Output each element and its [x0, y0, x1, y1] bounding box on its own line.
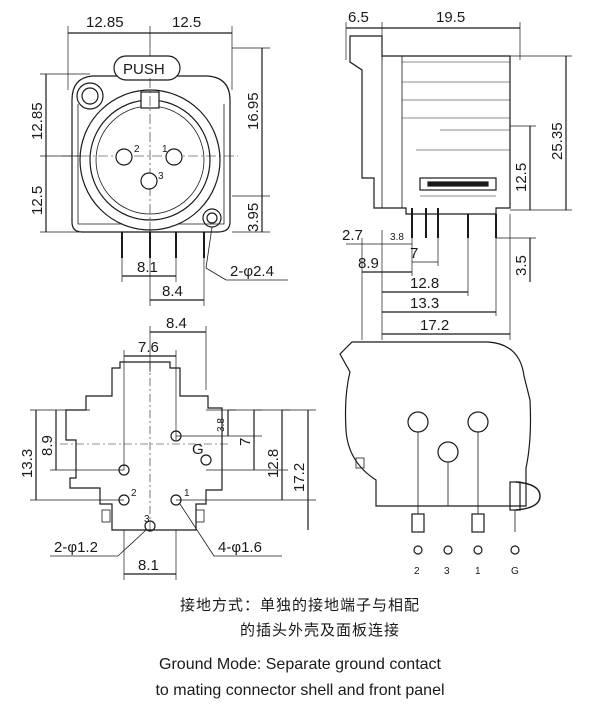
- front-dim-8-4: 8.4: [162, 283, 183, 300]
- side-dim-12-8: 12.8: [410, 275, 439, 292]
- pcb-dim-12-8: 12.8: [265, 449, 282, 478]
- front-dim-top-left: 12.85: [86, 14, 124, 31]
- note-english-line1: Ground Mode: Separate ground contact: [159, 656, 441, 673]
- panel-view: 2 3 1 G: [339, 341, 541, 577]
- side-view: 6.5 19.5 25.35 12.5 3.5: [342, 9, 572, 340]
- side-dim-2-7: 2.7: [342, 227, 363, 244]
- pcb-dim-8-4: 8.4: [166, 315, 187, 332]
- panel-pin-1: 1: [475, 566, 481, 577]
- side-dim-13-3: 13.3: [410, 295, 439, 312]
- pcb-dim-7-6: 7.6: [138, 339, 159, 356]
- side-dim-12-5: 12.5: [513, 163, 530, 192]
- pcb-pin-3: 3: [144, 514, 150, 525]
- push-label: PUSH: [123, 61, 165, 78]
- panel-pin-2: 2: [414, 566, 420, 577]
- pcb-pin-1: 1: [184, 488, 190, 499]
- front-pin-2: 2: [134, 144, 140, 155]
- front-view: 12.85 12.5 12.85 12.5 16.95 3.95 PUSH: [29, 14, 288, 306]
- panel-pin-g: G: [511, 566, 519, 577]
- side-dim-7: 7: [410, 245, 418, 262]
- side-dim-19-5: 19.5: [436, 9, 465, 26]
- panel-pin-3: 3: [444, 566, 450, 577]
- front-pin-1: 1: [162, 144, 168, 155]
- side-dim-8-9: 8.9: [358, 255, 379, 272]
- pcb-view: 8.4 7.6 1 2 3 G 13.3 8.9 3.8: [19, 315, 316, 580]
- front-dim-hole: 2-φ2.4: [230, 263, 274, 280]
- side-dim-17-2: 17.2: [420, 317, 449, 334]
- pcb-dim-17-2: 17.2: [291, 463, 308, 492]
- pcb-dim-8-1: 8.1: [138, 557, 159, 574]
- front-dim-left-top: 12.85: [29, 102, 46, 140]
- note-chinese-line1: 接地方式：单独的接地端子与相配: [179, 596, 420, 614]
- side-dim-6-5: 6.5: [348, 9, 369, 26]
- pcb-dim-hole-small: 2-φ1.2: [54, 539, 98, 556]
- note-english-line2: to mating connector shell and front pane…: [155, 682, 445, 699]
- pcb-pin-g: G: [192, 441, 204, 458]
- pcb-dim-13-3: 13.3: [19, 449, 36, 478]
- pcb-pin-2: 2: [131, 488, 137, 499]
- pcb-dim-7: 7: [237, 438, 254, 446]
- pcb-dim-3-8: 3.8: [216, 418, 227, 432]
- front-pin-3: 3: [158, 171, 164, 182]
- side-dim-25-35: 25.35: [549, 122, 566, 160]
- side-dim-3-5: 3.5: [513, 255, 530, 276]
- pcb-dim-hole-large: 4-φ1.6: [218, 539, 262, 556]
- pcb-dim-8-9: 8.9: [39, 435, 56, 456]
- front-dim-left-bottom: 12.5: [29, 186, 46, 215]
- front-dim-8-1: 8.1: [137, 259, 158, 276]
- front-dim-right-bottom: 3.95: [245, 203, 262, 232]
- front-dim-right-top: 16.95: [245, 92, 262, 130]
- front-dim-top-right: 12.5: [172, 14, 201, 31]
- note-chinese-line2: 的插头外壳及面板连接: [239, 621, 400, 639]
- side-dim-3-8: 3.8: [390, 232, 404, 243]
